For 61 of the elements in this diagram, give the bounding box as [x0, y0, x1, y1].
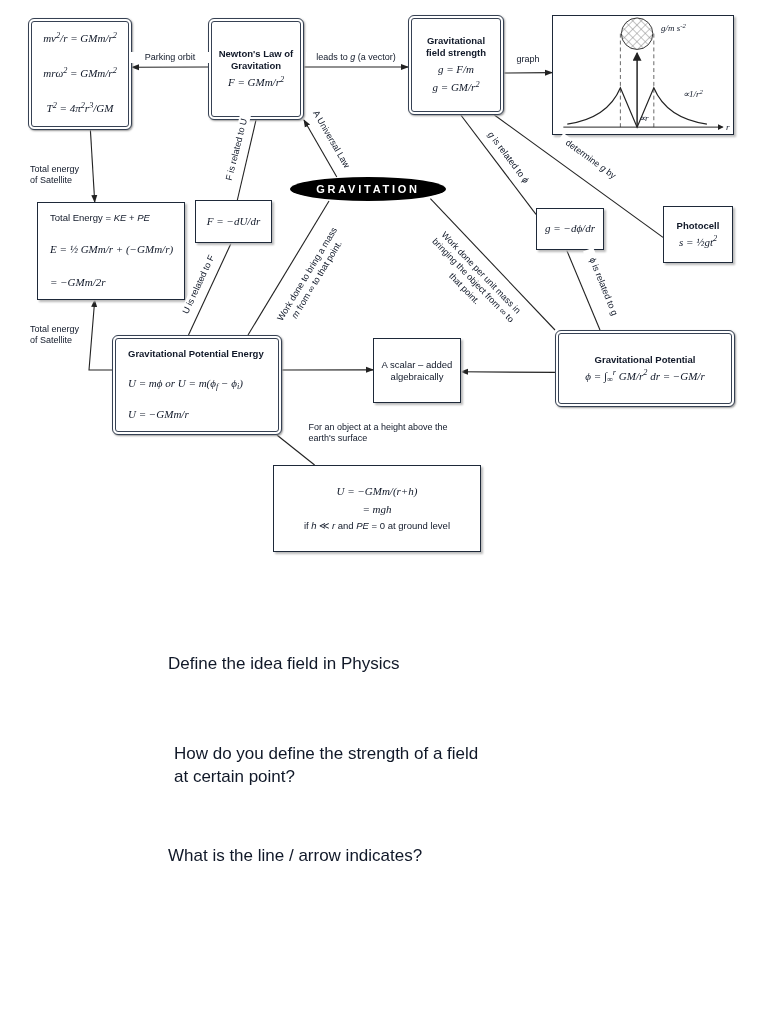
connector-line — [460, 114, 537, 215]
concept-box — [208, 18, 304, 120]
equation: U = −GMm/r — [128, 408, 189, 423]
concept-box — [373, 338, 461, 403]
concept-box — [663, 206, 733, 263]
box-text: if h ≪ r and PE = 0 at ground level — [303, 520, 450, 533]
connector-line — [187, 242, 232, 336]
equation: U = mϕ or U = m(ϕ$_{f}$ − ϕ$_{i}$) — [128, 377, 243, 391]
equation: g = GM/r$^{2}$ — [432, 80, 480, 95]
arrow — [281, 366, 374, 373]
concept-box — [273, 465, 481, 552]
equation: U = −GMm/(r+h) — [336, 484, 418, 499]
box-heading: Gravitational Potential Energy — [128, 347, 264, 360]
equation: F = −dU/dr — [206, 214, 261, 229]
equation: T$^{2}$ = 4π$^{2}$r$^{3}$/GM — [46, 101, 114, 116]
connector-line — [566, 249, 601, 331]
equation: mv$^{2}$/r = GMm/r$^{2}$ — [43, 32, 117, 47]
arrow — [503, 69, 553, 76]
graph-axis-label: g/m s$^{-2}$ — [661, 22, 686, 35]
concept-box — [555, 330, 735, 407]
box-heading: Photocell — [676, 219, 720, 232]
arrow — [131, 64, 209, 71]
connector-line — [276, 434, 316, 466]
connector-line — [429, 198, 556, 331]
box-heading: Gravitational field strength — [424, 35, 488, 60]
graph-axis-label: ∝1/r$^{2}$ — [683, 88, 703, 101]
equation: g = F/m — [437, 63, 475, 77]
equation: s = ½gt$^{2}$ — [678, 235, 718, 250]
concept-box — [28, 18, 132, 130]
equation: = mgh — [362, 502, 392, 517]
equation: E = ½ GMm/r + (−GMm/r) — [50, 243, 174, 257]
question-text: How do you define the strength of a field at certain point? — [174, 743, 480, 789]
graph-axis-label: r — [726, 121, 730, 134]
connector-line — [247, 200, 330, 336]
concept-box — [195, 200, 272, 243]
graph-axis-label: ∝r — [639, 112, 649, 125]
equation: F = GMm/r$^{2}$ — [227, 76, 285, 90]
edge-label: Parking orbit — [130, 52, 210, 64]
arrow — [89, 129, 98, 203]
arrow — [460, 368, 556, 375]
topic-title: GRAVITATION — [316, 181, 420, 197]
graph-box — [552, 15, 734, 135]
equation: mrω$^{2}$ = GMm/r$^{2}$ — [43, 67, 117, 81]
concept-box — [37, 202, 185, 300]
concept-box — [408, 15, 504, 115]
arrow — [88, 299, 113, 371]
connector-line — [493, 114, 664, 238]
connector-line — [236, 119, 257, 201]
box-heading: Newton's Law of Gravitation — [217, 48, 295, 72]
concept-box — [536, 208, 604, 250]
arrow — [303, 119, 338, 178]
equation: = −GMm/2r — [50, 275, 106, 290]
equation: g = −dϕ/dr — [545, 222, 595, 236]
question-text: What is the line / arrow indicates? — [168, 845, 424, 867]
arrow — [303, 64, 409, 70]
question-text: Define the idea field in Physics — [168, 653, 401, 675]
box-heading: Gravitational Potential — [594, 353, 696, 366]
equation: ϕ = ∫$_{∞}$$^{r}$ GM/r$^{2}$ dr = −GM/r — [585, 369, 705, 384]
box-text: Total Energy = KE + PE — [50, 212, 150, 225]
box-text: A scalar – added algebraically — [380, 358, 454, 383]
concept-box — [112, 335, 282, 435]
